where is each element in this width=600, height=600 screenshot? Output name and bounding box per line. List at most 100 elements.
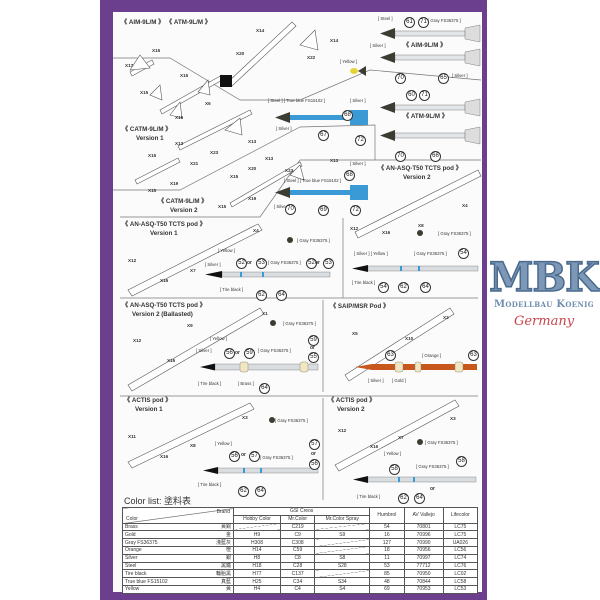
fin-part bbox=[197, 79, 211, 96]
section-title: 《 ACTIS pod 》 bbox=[328, 397, 376, 404]
aim9-profile-2 bbox=[394, 54, 466, 61]
section-title: Version 2 bbox=[403, 174, 431, 181]
part-number-label: X16 bbox=[160, 454, 169, 459]
hobby-header: Hobby Color bbox=[232, 514, 282, 524]
lifecolor-code: LC76 bbox=[442, 561, 479, 571]
atm9-nose bbox=[380, 102, 395, 113]
missile-body-aim9-front bbox=[159, 74, 225, 115]
decal-number: 60 bbox=[406, 90, 417, 101]
part-number-label: X23 bbox=[285, 168, 294, 173]
pod-body-ballasted bbox=[127, 307, 265, 392]
decal-number: 54 bbox=[458, 248, 469, 259]
humbrol-code: 85 bbox=[369, 569, 405, 579]
section-title: Version 1 bbox=[136, 135, 164, 142]
part-number-label: X13 bbox=[265, 156, 274, 161]
paint-callout: [ Gray FS36375 ] bbox=[414, 251, 447, 256]
section-title: Version 2 bbox=[170, 207, 198, 214]
part-number-label: X10 bbox=[405, 336, 414, 341]
or-label: or bbox=[235, 350, 240, 356]
decal-number: 58 bbox=[389, 464, 400, 475]
paint-callout: [ Gray FS36375 ] bbox=[438, 231, 471, 236]
paint-callout: [ Silver ] bbox=[276, 126, 292, 131]
decal-number: 69 bbox=[318, 205, 329, 216]
part-number-label: X12 bbox=[350, 226, 359, 231]
catm-tail bbox=[350, 185, 368, 200]
fin-part bbox=[289, 164, 305, 181]
catm-tail bbox=[350, 110, 368, 125]
part-number-label: X15 bbox=[148, 188, 157, 193]
decal-number: 62 bbox=[398, 282, 409, 293]
atm9-profile-2 bbox=[394, 132, 466, 139]
decal-number: 53 bbox=[256, 258, 267, 269]
part-number-label: X11 bbox=[128, 434, 136, 439]
hobby-code: H25 bbox=[232, 577, 282, 586]
spray-code bbox=[314, 545, 371, 555]
section-title: Version 1 bbox=[150, 230, 178, 237]
humbrol-code: 16 bbox=[369, 530, 405, 540]
or-label: or bbox=[241, 452, 246, 458]
part-number-label: X15 bbox=[180, 73, 189, 78]
decal-number: 55 bbox=[308, 352, 319, 363]
section-title: 《 AIM-9L/M 》 bbox=[403, 42, 447, 49]
decal-number: 63 bbox=[385, 350, 396, 361]
paint-callout: [ Tire black ] bbox=[357, 494, 381, 499]
paint-callout: [ Yellow ] bbox=[384, 451, 401, 456]
humbrol-header: Humbrol bbox=[369, 507, 405, 524]
decal-number: 53 bbox=[323, 258, 334, 269]
hobby-code bbox=[232, 522, 282, 532]
lifecolor-code: LC74 bbox=[442, 553, 479, 563]
part-number-label: X12 bbox=[133, 338, 142, 343]
part-number-label: X15 bbox=[148, 153, 157, 158]
missile-body-catm-v1 bbox=[177, 109, 253, 151]
spray-code bbox=[314, 522, 371, 532]
part-number-label: X14 bbox=[256, 28, 265, 33]
part-number-label: X5 bbox=[352, 331, 358, 336]
paint-callout: [ Silver ] [ Yellow ] bbox=[354, 251, 388, 256]
part-number-label: X15 bbox=[175, 115, 184, 120]
part-number-label: X12 bbox=[128, 258, 137, 263]
decal-number: 61 bbox=[404, 17, 415, 28]
decal-number: 62 bbox=[398, 493, 409, 504]
part-number-label: X15 bbox=[140, 90, 149, 95]
pod-body-tcts-v2 bbox=[354, 169, 482, 239]
paint-callout: [ Yellow ] bbox=[340, 59, 357, 64]
logo-mark bbox=[220, 75, 232, 87]
mr-code: C9 bbox=[280, 530, 316, 540]
tcts-nose bbox=[352, 265, 368, 272]
spray-code: S34 bbox=[314, 577, 371, 586]
decal-number: 64 bbox=[255, 486, 266, 497]
mr-code: C308 bbox=[280, 538, 316, 547]
spray-code bbox=[314, 538, 371, 547]
lifecolor-code: LC75 bbox=[442, 530, 479, 540]
paint-callout: [ Silver ] bbox=[196, 348, 212, 353]
decal-number: 62 bbox=[238, 486, 249, 497]
spray-code: S4 bbox=[314, 584, 371, 594]
decal-number: 71 bbox=[419, 90, 430, 101]
mr-code: C28 bbox=[280, 561, 316, 571]
part-number-label: X16 bbox=[167, 358, 176, 363]
hobby-code: H77 bbox=[232, 569, 282, 579]
decal-number: 67 bbox=[318, 130, 329, 141]
decal-number: 58 bbox=[456, 456, 467, 467]
decal-number: 59 bbox=[308, 335, 319, 346]
paint-callout: [ Silver ] bbox=[274, 204, 290, 209]
or-label: or bbox=[310, 345, 315, 351]
decal-number: 71 bbox=[418, 17, 429, 28]
section-title: 《 ACTIS pod 》 bbox=[124, 397, 172, 404]
pod-body-actis-v1 bbox=[127, 402, 255, 469]
section-title: 《 AN-ASQ-T50 TCTS pod 》 bbox=[122, 302, 206, 309]
lifecolor-code: LC58 bbox=[442, 577, 479, 586]
pod-body-actis-v2 bbox=[334, 399, 460, 472]
section-title: Version 1 bbox=[135, 406, 163, 413]
vallejo-code: 70997 bbox=[403, 553, 444, 563]
tcts-v1-profile bbox=[221, 271, 331, 278]
part-number-label: X13 bbox=[248, 139, 257, 144]
section-title: 《 CATM-9L/M 》 bbox=[122, 126, 172, 133]
fin-part bbox=[169, 101, 183, 119]
